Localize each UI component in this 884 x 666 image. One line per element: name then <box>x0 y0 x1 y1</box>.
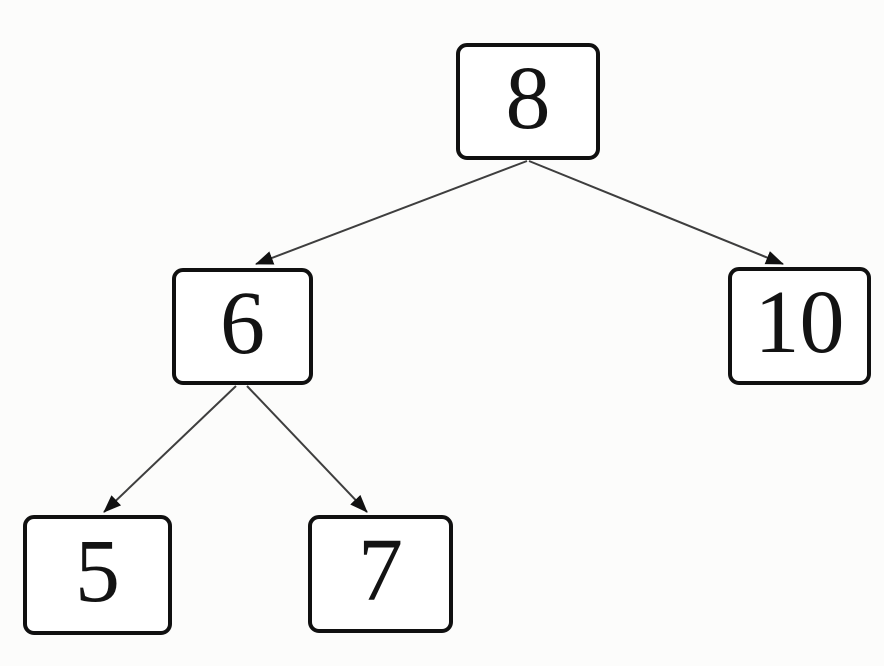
tree-node-6-label: 6 <box>220 273 265 373</box>
edge-8-to-6 <box>255 160 528 265</box>
tree-node-7-label: 7 <box>358 521 403 620</box>
tree-node-5-label: 5 <box>75 522 120 621</box>
edge-8-to-10 <box>528 160 784 265</box>
tree-node-10-label: 10 <box>754 273 845 372</box>
tree-node-10: 10 <box>728 267 871 385</box>
edge-6-to-5 <box>103 385 237 513</box>
tree-node-7: 7 <box>308 515 453 633</box>
tree-node-5: 5 <box>23 515 172 635</box>
tree-node-6: 6 <box>172 268 313 385</box>
edge-6-to-7 <box>246 385 368 513</box>
tree-node-8: 8 <box>456 43 600 160</box>
tree-node-8-label: 8 <box>505 48 551 148</box>
